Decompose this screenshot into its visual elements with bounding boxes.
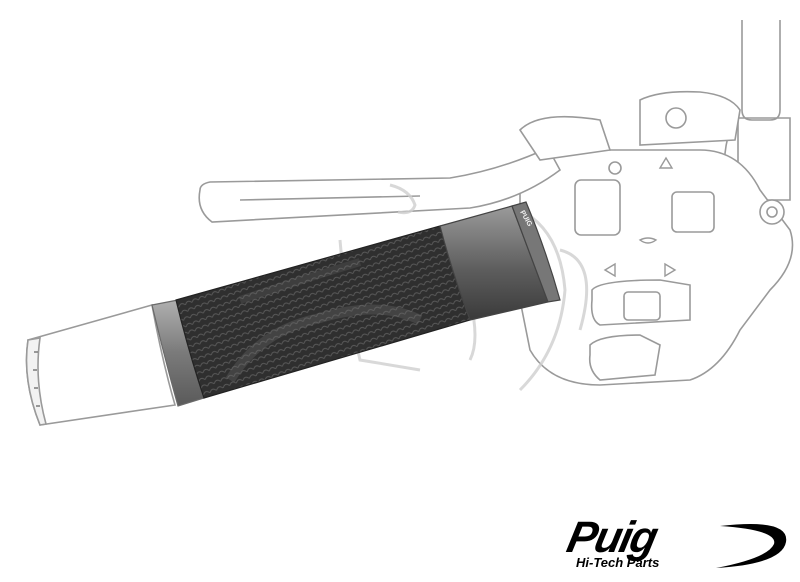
- bar-end: [25, 303, 177, 426]
- swoosh-icon: [716, 524, 787, 568]
- brake-lever: [198, 115, 612, 223]
- switch-symbols: [603, 156, 677, 278]
- brand-tagline: Hi-Tech Parts: [576, 555, 660, 570]
- grip: PUIG: [151, 201, 561, 407]
- switch-housing: [519, 90, 794, 386]
- brand-wordmark: Puig: [562, 513, 661, 562]
- puig-logo: Puig Hi-Tech Parts: [520, 512, 792, 574]
